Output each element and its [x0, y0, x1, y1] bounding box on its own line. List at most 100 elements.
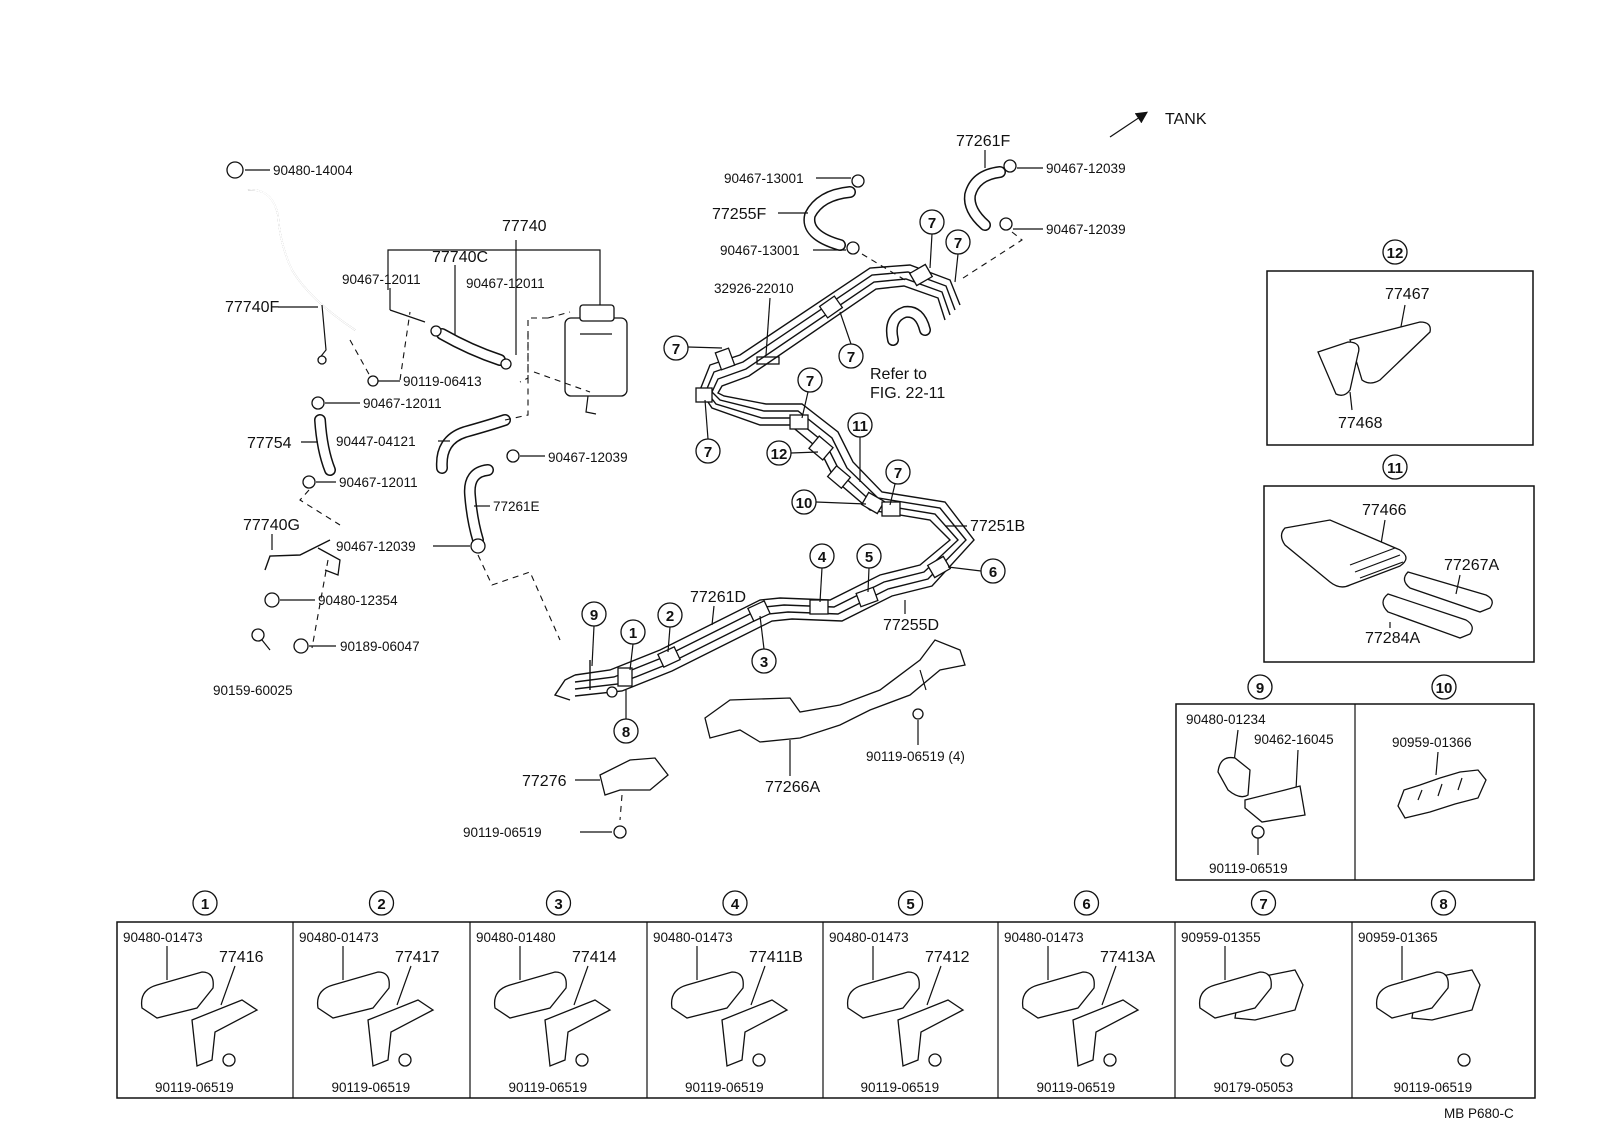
panel-7-clip	[1198, 971, 1272, 1019]
panel-3-bracket-label: 77414	[572, 949, 617, 966]
part-77255f-label: 77255F	[712, 206, 766, 223]
svg-text:3: 3	[760, 654, 768, 671]
part-77261f-label: 77261F	[956, 133, 1010, 150]
part-77251b-label: 77251B	[970, 518, 1025, 535]
inset-12: 12 77467 77468	[1266, 239, 1534, 446]
panel-4-bolt-label: 90119-06519	[685, 1080, 764, 1095]
panel-8-bolt-label: 90119-06519	[1394, 1080, 1473, 1095]
panel-6-bolt-label: 90119-06519	[1037, 1080, 1116, 1095]
part-77261e-label: 77261E	[493, 499, 540, 514]
callout-7-c: 7	[663, 335, 723, 361]
part-32926-22010-label: 32926-22010	[714, 281, 794, 296]
part-90467-12039-a-label: 90467-12039	[548, 450, 628, 465]
footer-code: MB P680-C	[1444, 1106, 1514, 1121]
inset-10-num: 10	[1436, 680, 1453, 697]
panel-1-bracket	[191, 999, 259, 1067]
panel-6-clip	[1021, 971, 1095, 1019]
tank-label: TANK	[1165, 111, 1207, 128]
part-90467-12039-d-label: 90467-12039	[1046, 222, 1126, 237]
part-90467-12011-b-label: 90467-12011	[466, 276, 545, 291]
part-77261d-label: 77261D	[690, 589, 746, 606]
callout-4: 4	[809, 543, 835, 603]
svg-text:7: 7	[894, 465, 902, 482]
panel-8-callout	[1430, 890, 1457, 916]
grommet-part	[226, 161, 244, 179]
panel-6-bracket-label: 77413A	[1100, 949, 1155, 966]
panel-3-number: 3	[554, 896, 562, 913]
panel-1-bolt-label: 90119-06519	[155, 1080, 234, 1095]
part-77740g-label: 77740G	[243, 517, 300, 534]
inset-12-a: 77467	[1385, 286, 1430, 303]
inset-11: 11 77466 77267A 77284A	[1263, 454, 1535, 663]
svg-text:7: 7	[672, 341, 680, 358]
callout-6: 6	[947, 558, 1006, 584]
panel-2-bolt-label: 90119-06519	[332, 1080, 411, 1095]
part-90480-12354-label: 90480-12354	[318, 593, 398, 608]
inset-11-a: 77466	[1362, 502, 1407, 519]
panel-4-clip	[670, 971, 744, 1019]
panel-4-bolt	[752, 1053, 766, 1067]
callout-8: 8	[613, 690, 639, 744]
inset-9-c: 90119-06519	[1209, 861, 1288, 876]
part-90467-12011-c-label: 90467-12011	[363, 396, 442, 411]
svg-text:7: 7	[928, 215, 936, 232]
panel-6-clip-label: 90480-01473	[1004, 930, 1084, 945]
panel-1-bolt	[222, 1053, 236, 1067]
part-90467-12011-a-label: 90467-12011	[342, 272, 421, 287]
part-90189-06047-label: 90189-06047	[340, 639, 420, 654]
part-90467-12039-c-label: 90467-12039	[1046, 161, 1126, 176]
part-90119-06413-label: 90119-06413	[403, 374, 482, 389]
svg-text:9: 9	[590, 607, 598, 624]
part-90447-04121-label: 90447-04121	[336, 434, 416, 449]
inset-12-b: 77468	[1338, 415, 1383, 432]
svg-text:12: 12	[771, 446, 788, 463]
callout-5: 5	[856, 543, 882, 593]
callout-9: 9	[581, 601, 607, 667]
part-90467-12011-d-label: 90467-12011	[339, 475, 418, 490]
part-90119-06519-m-label: 90119-06519	[463, 825, 542, 840]
panel-2-bracket	[367, 999, 435, 1067]
panel-7-number: 7	[1259, 896, 1267, 913]
inset-9-a: 90480-01234	[1186, 712, 1266, 727]
panel-1-callout	[192, 890, 218, 916]
tank-direction-arrow: TANK	[1109, 111, 1207, 138]
panel-5-number: 5	[906, 896, 914, 913]
inset-10-a: 90959-01366	[1392, 735, 1472, 750]
panel-6-callout	[1073, 890, 1100, 916]
panel-4-number: 4	[731, 896, 740, 913]
panel-2-clip-label: 90480-01473	[299, 930, 379, 945]
svg-text:11: 11	[852, 418, 868, 435]
charcoal-canister-part	[564, 304, 628, 415]
pipe-bundle: 77261D 77255D 77251B	[553, 263, 1025, 701]
panel-4-bracket	[721, 999, 789, 1067]
callout-11: 11	[847, 412, 873, 482]
callout-3: 3	[751, 615, 777, 674]
inset-9-b: 90462-16045	[1254, 732, 1334, 747]
bracket-77276	[599, 757, 669, 796]
panel-5-bolt	[928, 1053, 942, 1067]
bracket-77266a	[704, 639, 966, 743]
part-77740c-label: 77740C	[432, 249, 488, 266]
panel-3-bracket	[544, 999, 612, 1067]
panel-5-clip-label: 90480-01473	[829, 930, 909, 945]
callouts: 7 7 7 7 7 7 7 11 12 10 4 5 6 9 1 2 3 8	[581, 209, 1006, 744]
panel-3-bolt-label: 90119-06519	[509, 1080, 588, 1095]
callout-1: 1	[620, 619, 646, 671]
part-90467-13001-b-label: 90467-13001	[720, 243, 800, 258]
panel-1-clip-label: 90480-01473	[123, 930, 203, 945]
panel-8-clip	[1375, 971, 1449, 1019]
part-77276-label: 77276	[522, 773, 567, 790]
panel-1-clip	[140, 971, 214, 1019]
svg-text:7: 7	[847, 349, 855, 366]
svg-text:7: 7	[806, 373, 814, 390]
panel-1-bracket-label: 77416	[219, 949, 264, 966]
refer-note-line2: FIG. 22-11	[870, 385, 945, 402]
lower-brackets: 90119-06519 (4) 77266A 77276 90119-06519	[463, 639, 966, 840]
part-90467-12039-b-label: 90467-12039	[336, 539, 416, 554]
panel-2-bolt	[398, 1053, 412, 1067]
panel-6-bracket	[1072, 999, 1140, 1067]
panel-8-number: 8	[1439, 896, 1447, 913]
